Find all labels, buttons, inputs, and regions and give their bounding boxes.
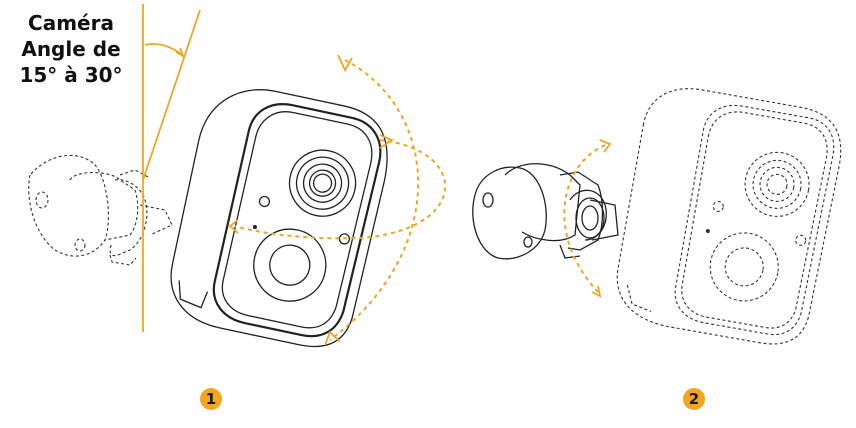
caption-line-3: 15° à 30° <box>19 63 123 87</box>
figure-2-rotated-camera <box>472 88 842 345</box>
vertical-arrowhead-top <box>599 139 612 153</box>
swivel-arrowhead-left <box>228 219 239 234</box>
caption-line-1: Caméra <box>28 11 114 35</box>
rotation-arrow-vertical <box>563 144 606 293</box>
caption-line-2: Angle de <box>21 37 121 61</box>
wall-mount-bracket-1 <box>28 154 173 266</box>
rotation-arrow-left-arc <box>329 59 420 341</box>
rotation-arrowhead-top <box>337 54 353 72</box>
angle-caption: Caméra Angle de 15° à 30° <box>0 10 142 88</box>
angle-arc-arrow <box>144 42 183 56</box>
angle-arc-arrowhead <box>175 47 185 59</box>
wall-mount-bracket-2 <box>472 163 619 260</box>
rotation-arrowhead-bottom <box>324 330 341 346</box>
tilt-angle-line <box>142 9 201 181</box>
vertical-arrowhead-bottom <box>591 285 602 298</box>
camera-body-1 <box>170 89 388 348</box>
swivel-arrowhead-top <box>379 134 394 149</box>
step-2-badge: 2 <box>683 388 705 410</box>
rotation-arrow-swivel <box>234 139 447 240</box>
figure-1-tilted-camera <box>28 4 447 348</box>
step-1-badge: 1 <box>200 388 222 410</box>
camera-body-2 <box>616 88 842 345</box>
